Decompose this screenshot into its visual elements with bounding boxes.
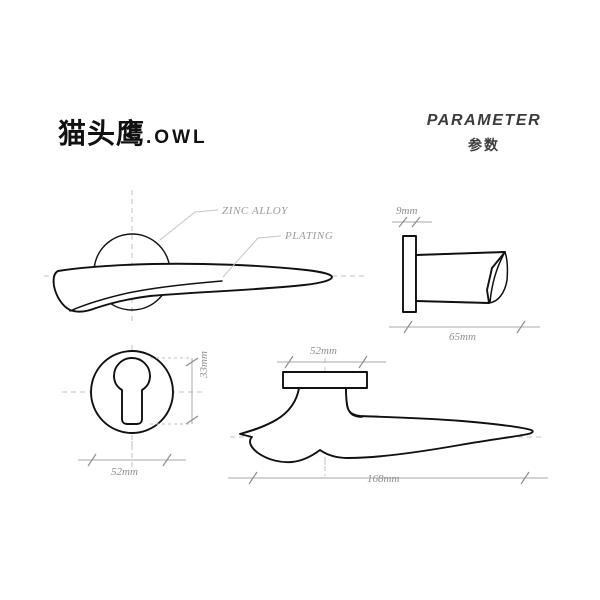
parameter-title-en: PARAMETER (426, 112, 542, 129)
dimension-text-33mm: 33mm (198, 351, 210, 378)
lever-front-view (239, 371, 534, 464)
dimension-168mm (228, 462, 548, 485)
dimension-33mm (150, 357, 199, 425)
parameter-heading: PARAMETER 参数 (404, 112, 564, 155)
brand-logo: 猫头鹰 .OWL (58, 112, 208, 152)
dimension-52mm-escutcheon (78, 435, 186, 467)
dimension-text-52mm-rose: 52mm (310, 345, 337, 357)
parameter-title-cn: 参数 (468, 138, 500, 154)
callout-label-zinc-alloy: ZINC ALLOY (222, 205, 289, 217)
dimension-text-168mm: 168mm (367, 473, 400, 485)
dimension-text-65mm: 65mm (449, 331, 476, 343)
top-view-leaders (159, 209, 282, 278)
brand-name-cn: 猫头鹰 (58, 117, 146, 150)
keyhole-escutcheon-view (90, 350, 174, 434)
dimension-text-9mm: 9mm (396, 205, 418, 217)
dimension-9mm (392, 216, 432, 228)
dimension-65mm (389, 320, 540, 334)
callout-label-plating: PLATING (285, 230, 334, 242)
brand-name-en: .OWL (146, 127, 208, 148)
dimension-52mm-rose (277, 355, 386, 369)
dimension-text-52mm-escutcheon: 52mm (111, 466, 138, 478)
lever-side-view (402, 235, 509, 313)
lever-top-view (52, 233, 333, 313)
